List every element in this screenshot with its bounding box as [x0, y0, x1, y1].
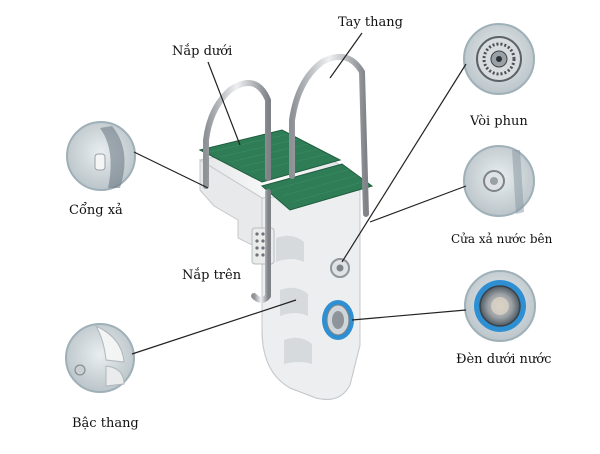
callout-bac-thang [131, 299, 297, 355]
detail-circle-steps [65, 323, 135, 393]
label-den-duoi-nuoc: Đèn dưới nước [456, 352, 552, 367]
label-voi-phun: Vòi phun [470, 114, 528, 129]
nozzle-center [336, 264, 344, 272]
detail-circle-underwater-light [464, 270, 536, 342]
label-nap-duoi: Nắp dưới [172, 44, 233, 59]
label-tay-thang: Tay thang [338, 15, 403, 30]
cabinet-side [261, 189, 361, 400]
callout-nap-duoi [207, 61, 241, 146]
label-bac-thang: Bậc thang [72, 416, 139, 431]
callout-cong-xa [133, 151, 209, 189]
underwater-light-on-body [322, 300, 354, 340]
label-cua-xa-nuoc-ben: Cửa xả nước bên [451, 232, 553, 246]
detail-circle-nozzle [463, 23, 535, 95]
detail-circle-outlet [66, 121, 136, 191]
step-cutout-1 [276, 235, 304, 262]
callout-voi-phun [341, 63, 467, 263]
label-nap-tren: Nắp trên [182, 268, 242, 283]
callout-lines [131, 32, 467, 355]
filter-unit [198, 53, 374, 400]
step-cutout-3 [284, 337, 312, 364]
detail-circle-side-outlet [463, 145, 535, 217]
ladder-handrails [203, 53, 371, 303]
callout-den [351, 309, 467, 321]
step-cutout-2 [280, 287, 308, 316]
left-block [199, 159, 263, 251]
callout-cua-xa [369, 185, 467, 223]
label-cong-xa: Cổng xả [69, 203, 123, 218]
green-lid-front [260, 163, 374, 211]
callout-tay-thang [329, 32, 363, 79]
